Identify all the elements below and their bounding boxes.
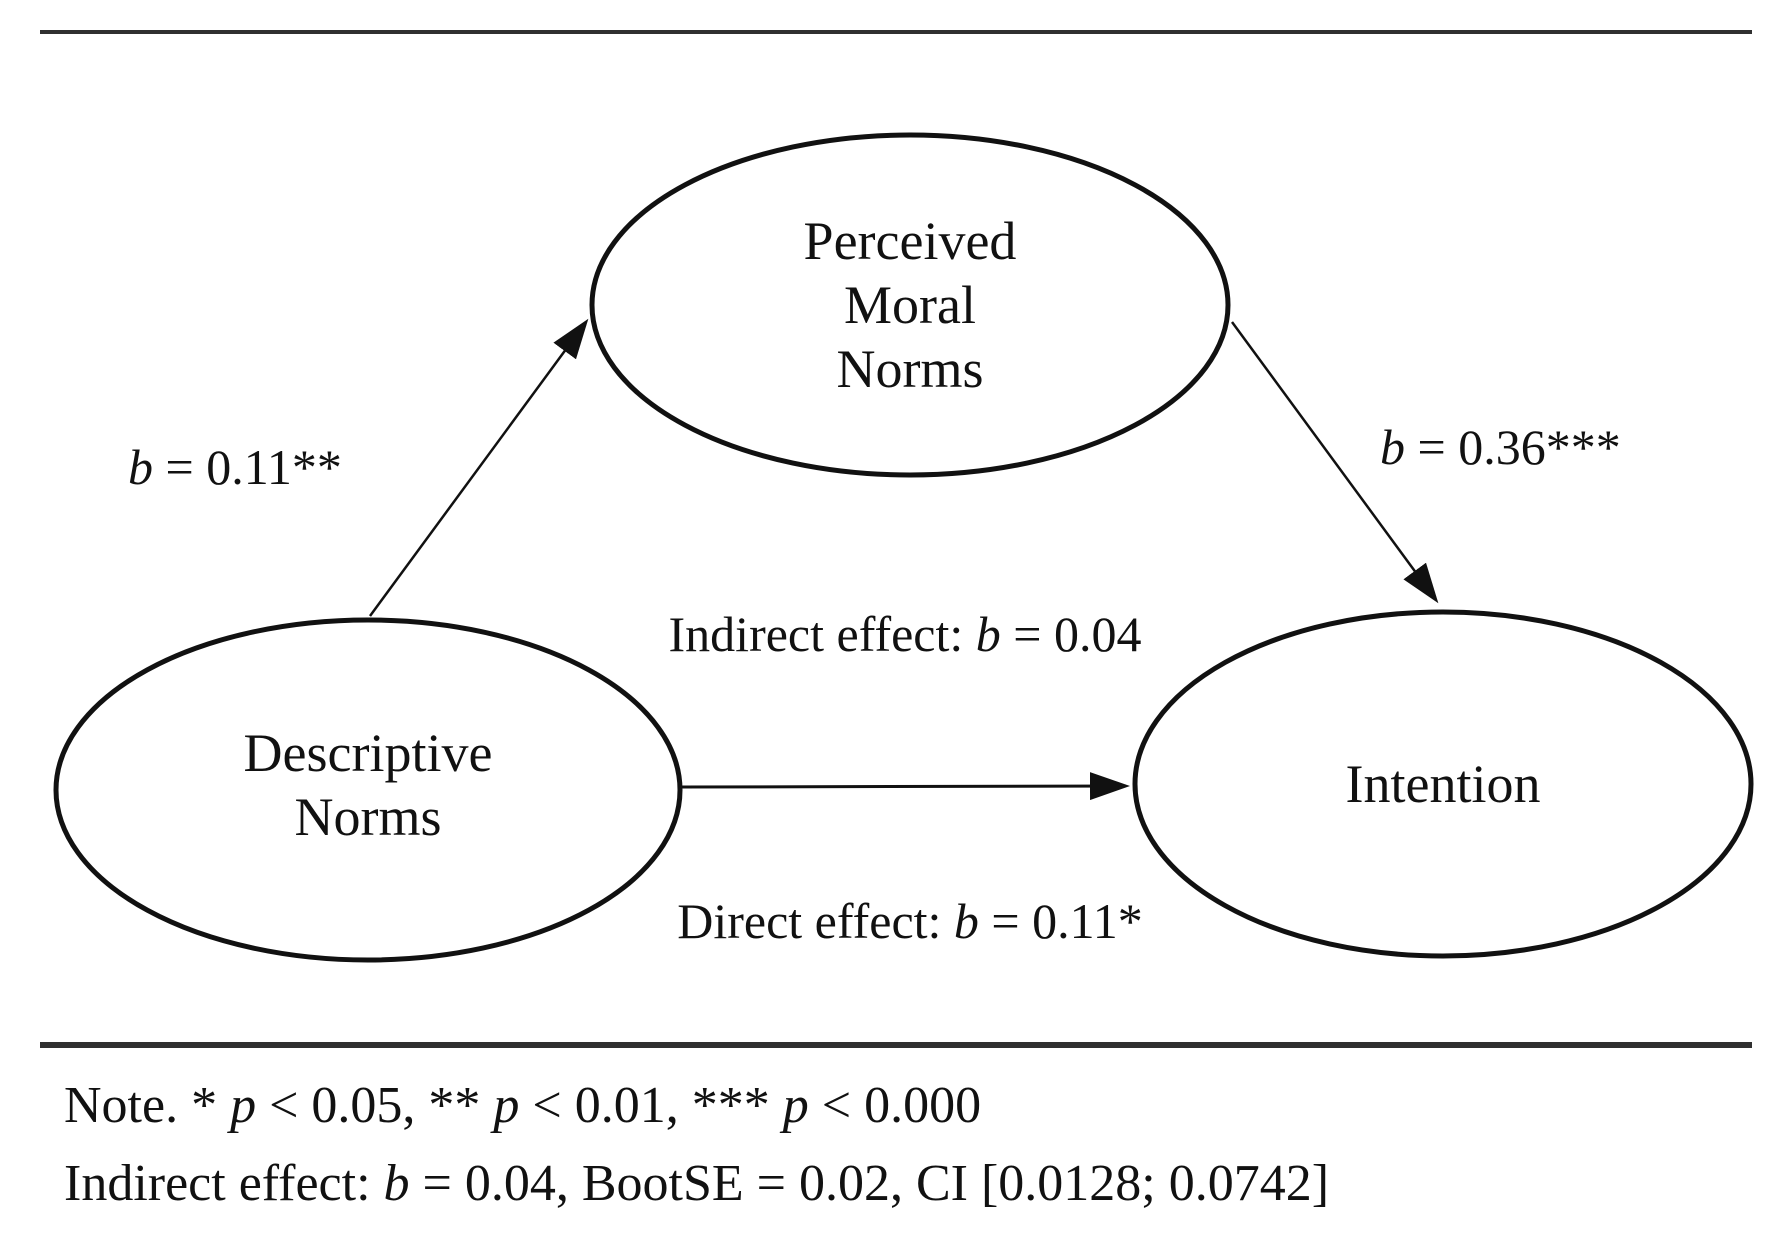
predictor-label: Descriptive Norms: [243, 723, 493, 847]
arrow-predictor-to-outcome: [681, 772, 1130, 801]
outcome-ellipse: [1132, 609, 1754, 959]
arrow-mediator-to-outcome: [1230, 321, 1439, 604]
note-indirect-effect-line: Indirect effect: b = 0.04, BootSE = 0.02…: [64, 1155, 1330, 1212]
note-significance-line: Note. * p < 0.05, ** p < 0.01, *** p < 0…: [64, 1077, 982, 1134]
outcome-label: Intention: [1345, 754, 1541, 814]
a-path-coefficient-label: b = 0.11**: [128, 439, 342, 495]
bottom-rule: [40, 1042, 1752, 1048]
predictor-ellipse: [53, 617, 683, 963]
arrow-predictor-to-mediator: [368, 318, 589, 617]
mediator-ellipse: [589, 132, 1231, 478]
b-path-coefficient-label: b = 0.36***: [1380, 419, 1621, 475]
indirect-effect-label: Indirect effect: b = 0.04: [668, 606, 1142, 662]
mediator-label: Perceived Moral Norms: [803, 211, 1017, 399]
top-rule: [40, 30, 1752, 34]
direct-effect-label: Direct effect: b = 0.11*: [677, 893, 1143, 949]
